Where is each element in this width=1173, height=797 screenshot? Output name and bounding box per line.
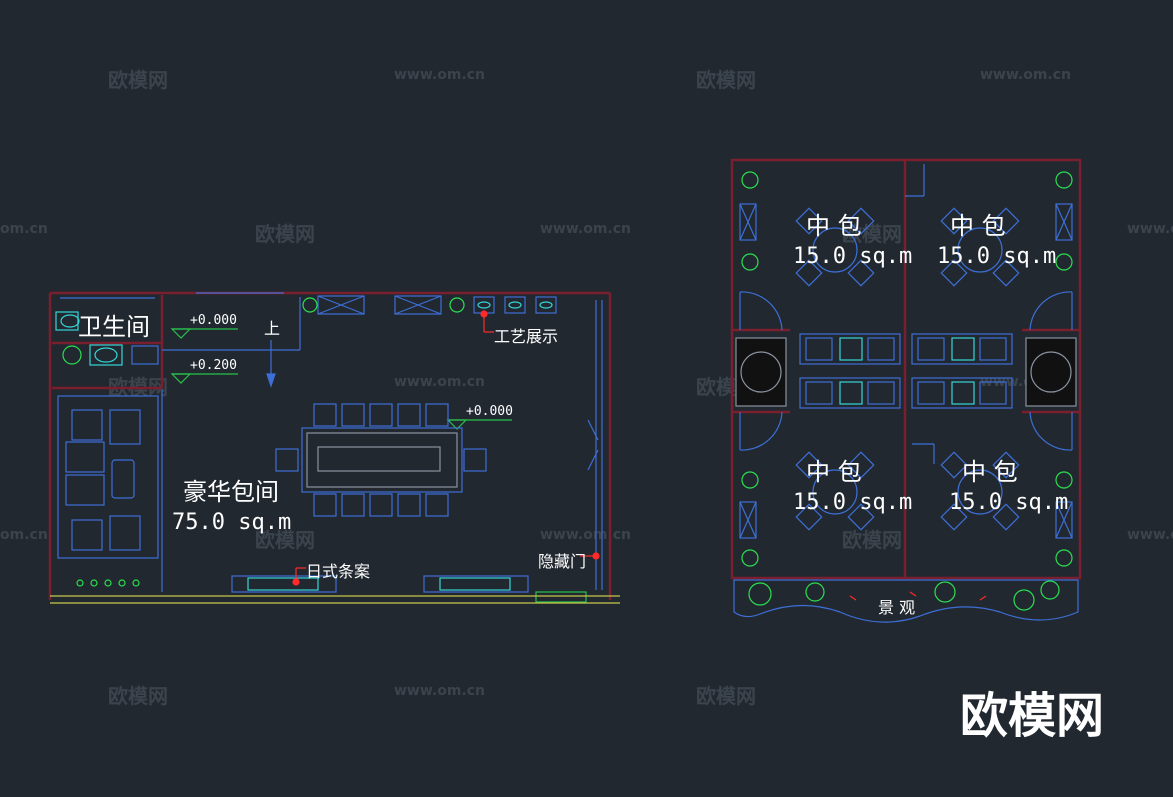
- right-plan: [730, 158, 1082, 623]
- leader-lines: [292, 310, 600, 586]
- display-cabinets: [302, 295, 557, 315]
- landscape-area: [733, 579, 1079, 623]
- hidden-door-label: 隐藏门: [538, 552, 587, 571]
- main-room-label: 豪华包间: [183, 478, 279, 506]
- room-area: 15.0 sq.m: [937, 244, 1057, 269]
- level-markers: [170, 328, 512, 430]
- craft-display-label: 工艺展示: [494, 327, 559, 346]
- room-tables: [795, 207, 1020, 531]
- plant-icons: [741, 171, 1073, 567]
- room-name: 中 包: [806, 458, 862, 486]
- screen-panels: [735, 337, 1077, 407]
- room-area: 15.0 sq.m: [793, 490, 913, 515]
- level-mid: +0.200: [190, 358, 237, 373]
- left-walls: [48, 291, 612, 600]
- brand-logo: 欧模网: [960, 688, 1105, 744]
- room-name: 中 包: [950, 212, 1006, 240]
- room-name: 中 包: [962, 458, 1018, 486]
- left-plan: [48, 291, 620, 604]
- level-table: +0.000: [466, 404, 513, 419]
- dining-table: [275, 403, 487, 517]
- room-area: 15.0 sq.m: [793, 244, 913, 269]
- main-room-area: 75.0 sq.m: [172, 510, 292, 535]
- landscape-label: 景 观: [878, 598, 916, 617]
- toilet-icon: [55, 311, 80, 331]
- room-name: 中 包: [806, 212, 862, 240]
- sofa-set: [57, 395, 159, 559]
- japanese-consoles: [231, 575, 587, 603]
- japanese-table-label: 日式条案: [306, 562, 371, 581]
- central-booths: [799, 333, 1013, 409]
- right-walls: [730, 158, 1082, 580]
- sink-icon: [62, 344, 123, 366]
- level-top: +0.000: [190, 313, 237, 328]
- room-area: 15.0 sq.m: [949, 490, 1069, 515]
- stair-label: 上: [264, 319, 281, 338]
- bathroom-label: 卫生间: [78, 313, 150, 341]
